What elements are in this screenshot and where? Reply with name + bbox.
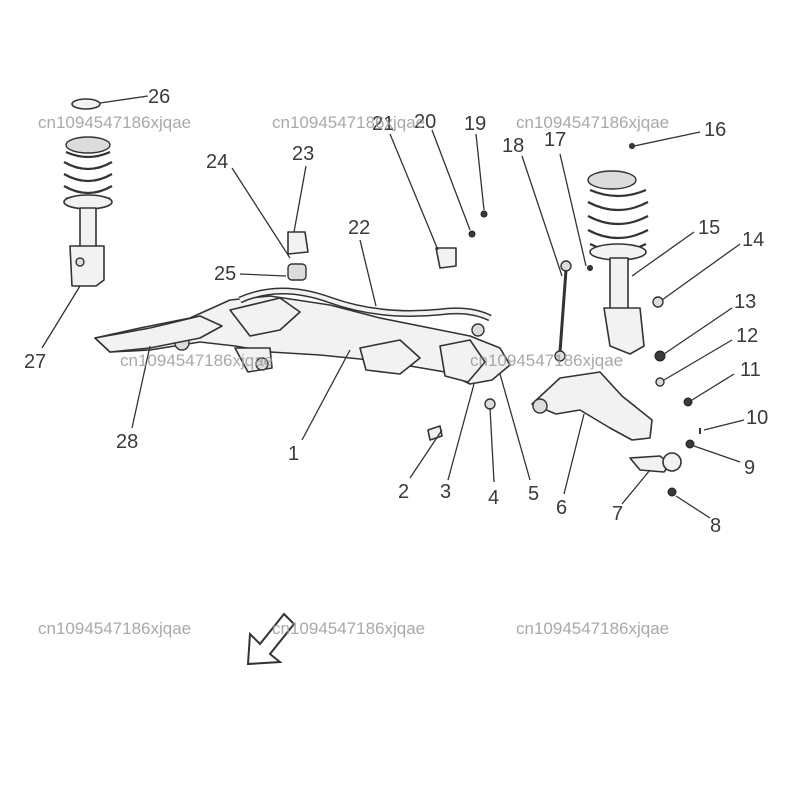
callout-20: 20 — [414, 111, 436, 133]
callout-numbers: 26 27 28 1 2 3 4 5 6 7 8 9 10 11 12 13 1… — [24, 86, 768, 537]
nut-13 — [654, 350, 666, 362]
callout-14: 14 — [742, 229, 764, 251]
callout-5: 5 — [528, 483, 539, 505]
lower-control-arm-right — [531, 371, 653, 441]
right-strut-assembly — [587, 143, 649, 355]
callout-28: 28 — [116, 431, 138, 453]
callout-3: 3 — [440, 481, 451, 503]
bushing-right — [471, 323, 485, 337]
watermark-5: cn1094547186xjqae — [470, 351, 623, 370]
nut-9 — [685, 439, 695, 449]
callout-1: 1 — [288, 443, 299, 465]
lower-control-arm-left — [94, 315, 223, 353]
bushing-left-rear — [255, 357, 269, 371]
callout-27: 27 — [24, 351, 46, 373]
strut-rod-left — [79, 207, 97, 249]
callout-10: 10 — [746, 407, 768, 429]
nut-19 — [480, 210, 488, 218]
callout-22: 22 — [348, 217, 370, 239]
callout-9: 9 — [744, 457, 755, 479]
lower-spring-seat-left — [63, 194, 113, 210]
callout-17: 17 — [544, 129, 566, 151]
callout-12: 12 — [736, 325, 758, 347]
strut-body-left — [69, 245, 105, 287]
strut-bolt-left — [75, 257, 85, 267]
control-arm-bushing — [532, 398, 548, 414]
strut-rod-right — [609, 257, 629, 311]
front-direction-arrow — [246, 612, 296, 666]
watermark-3: cn1094547186xjqae — [516, 113, 669, 132]
callout-19: 19 — [464, 113, 486, 135]
subframe-center-bracket — [359, 339, 421, 375]
nut-20 — [468, 230, 476, 238]
callout-21: 21 — [372, 113, 394, 135]
callout-13: 13 — [734, 291, 756, 313]
watermark-4: cn1094547186xjqae — [120, 351, 273, 370]
watermarks: cn1094547186xjqae cn1094547186xjqae cn10… — [38, 113, 669, 638]
top-mount-washer-left — [71, 98, 101, 110]
subframe-left-mount — [229, 297, 301, 337]
bolt-2 — [427, 425, 443, 441]
nut-8 — [667, 487, 677, 497]
callout-4: 4 — [488, 487, 499, 509]
subframe-right-mount — [439, 339, 486, 383]
callout-25: 25 — [214, 263, 236, 285]
callout-18: 18 — [502, 135, 524, 157]
coil-spring-right — [587, 188, 649, 253]
callout-7: 7 — [612, 503, 623, 525]
stabilizer-bracket-21 — [435, 247, 457, 269]
callout-26: 26 — [148, 86, 170, 108]
callout-24: 24 — [206, 151, 228, 173]
watermark-7: cn1094547186xjqae — [272, 619, 425, 638]
upper-spring-seat-right — [587, 170, 637, 190]
bushing-14 — [652, 296, 664, 308]
nut-4 — [484, 398, 496, 410]
callout-6: 6 — [556, 497, 567, 519]
nut-16 — [629, 143, 635, 149]
left-strut-assembly — [63, 98, 113, 287]
washer-12 — [655, 377, 665, 387]
leader-lines — [41, 95, 745, 519]
callout-11: 11 — [740, 359, 761, 381]
watermark-2: cn1094547186xjqae — [272, 113, 425, 132]
callout-15: 15 — [698, 217, 720, 239]
callout-8: 8 — [710, 515, 721, 537]
upper-spring-seat-left — [65, 136, 111, 154]
nut-11 — [683, 397, 693, 407]
watermark-8: cn1094547186xjqae — [516, 619, 669, 638]
callout-23: 23 — [292, 143, 314, 165]
callout-16: 16 — [704, 119, 726, 141]
stabilizer-bar — [238, 287, 492, 322]
coil-spring-left — [63, 150, 113, 206]
callout-2: 2 — [398, 481, 409, 503]
strut-body-right — [603, 307, 645, 355]
stabilizer-bushing-25 — [287, 263, 307, 281]
stabilizer-link — [554, 260, 593, 362]
stabilizer-bracket-23 — [287, 231, 309, 255]
ball-joint-head — [662, 452, 682, 472]
watermark-1: cn1094547186xjqae — [38, 113, 191, 132]
watermark-6: cn1094547186xjqae — [38, 619, 191, 638]
